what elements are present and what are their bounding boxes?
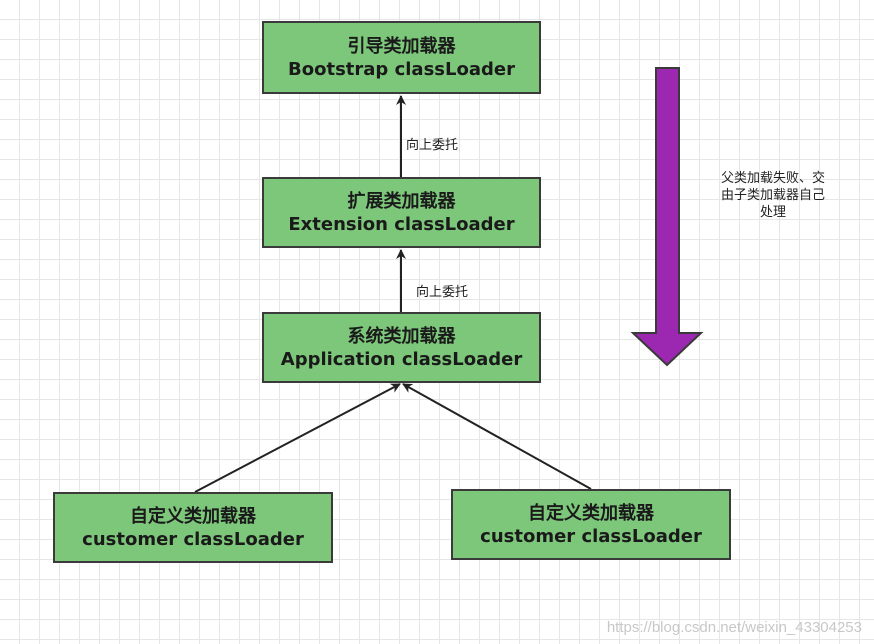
edge-label-app-to-ext: 向上委托 <box>416 285 469 300</box>
custom-classloader-left-en: customer classLoader <box>82 528 304 550</box>
application-classloader-en: Application classLoader <box>280 348 523 370</box>
bootstrap-classloader-cn: 引导类加载器 <box>347 35 456 57</box>
custom-classloader-left-cn: 自定义类加载器 <box>130 505 256 527</box>
arrow-custom-right-to-application <box>402 383 592 490</box>
application-classloader-box: 系统类加载器 Application classLoader <box>262 312 541 383</box>
arrow-custom-left-to-application <box>194 383 401 493</box>
delegation-direction-arrow <box>630 67 704 367</box>
delegation-failure-note: 父类加载失败、交 由子类加载器自己 处理 <box>708 170 838 221</box>
note-line-2: 由子类加载器自己 <box>720 188 825 203</box>
bootstrap-classloader-box: 引导类加载器 Bootstrap classLoader <box>262 21 541 94</box>
custom-classloader-right-cn: 自定义类加载器 <box>528 502 654 524</box>
extension-classloader-box: 扩展类加载器 Extension classLoader <box>262 177 541 248</box>
custom-classloader-left-box: 自定义类加载器 customer classLoader <box>53 492 333 563</box>
extension-classloader-cn: 扩展类加载器 <box>347 190 456 212</box>
note-line-3: 处理 <box>759 205 786 220</box>
extension-classloader-en: Extension classLoader <box>288 213 515 235</box>
edge-label-ext-to-boot: 向上委托 <box>406 138 459 153</box>
watermark: https://blog.csdn.net/weixin_43304253 <box>606 619 862 636</box>
application-classloader-cn: 系统类加载器 <box>347 325 456 347</box>
custom-classloader-right-box: 自定义类加载器 customer classLoader <box>451 489 731 560</box>
note-line-1: 父类加载失败、交 <box>720 171 825 186</box>
bootstrap-classloader-en: Bootstrap classLoader <box>288 58 515 80</box>
custom-classloader-right-en: customer classLoader <box>480 525 702 547</box>
